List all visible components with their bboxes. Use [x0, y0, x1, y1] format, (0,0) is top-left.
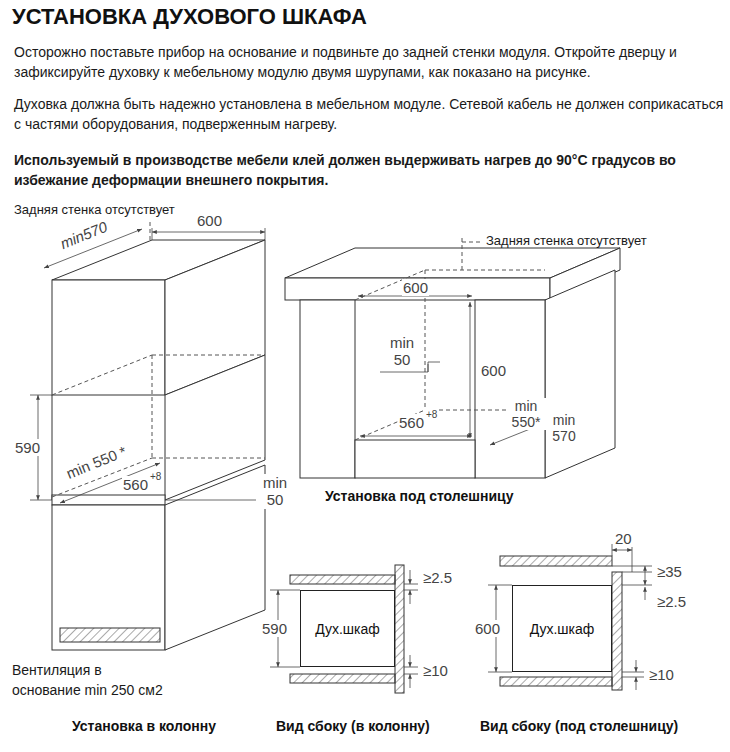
dimension-label: ≥2.5	[656, 593, 687, 610]
oven-box: Дух.шкаф	[300, 590, 395, 667]
dimension-label: min 550*	[506, 398, 546, 430]
side-view-undercounter-dimensions	[488, 544, 652, 690]
undercounter-cabinet	[285, 248, 620, 478]
niche-hidden-lines	[52, 222, 265, 497]
dimension-label: ≥10	[422, 662, 449, 679]
box-text: Дух.шкаф	[315, 621, 380, 637]
dimension-label: 590	[261, 620, 288, 637]
figure-caption: Вид сбоку (в колонну)	[276, 718, 430, 734]
page-title: УСТАНОВКА ДУХОВОГО ШКАФА	[12, 4, 367, 30]
box-text: Дух.шкаф	[530, 621, 595, 637]
note-label: Задняя стенка отсутствует	[486, 234, 647, 249]
dimension-label: 560	[122, 476, 149, 493]
instruction-text: Духовка должна быть надежно установлена …	[14, 94, 726, 134]
dimension-label: 600	[402, 279, 429, 296]
dimension-label: 560	[398, 414, 425, 431]
side-view-column-dimensions	[270, 570, 418, 688]
dimension-label: 600	[474, 620, 501, 637]
dimension-label: min 570	[548, 412, 580, 444]
tolerance-label: +8	[425, 409, 438, 421]
side-view-column	[290, 565, 404, 693]
column-cabinet	[52, 240, 265, 650]
dimension-label: min 50	[260, 474, 290, 509]
figure-caption: Установка под столешницу	[325, 488, 513, 504]
ventilation-note: Вентиляция в основание min 250 см2	[12, 660, 170, 700]
dimension-label: min570	[57, 217, 111, 252]
dimension-label: 600	[480, 362, 507, 379]
warning-text: Используемый в производстве мебели клей …	[14, 150, 726, 190]
dimension-label: ≥2.5	[422, 569, 453, 586]
dimension-label: 590	[14, 439, 41, 456]
figure-caption: Установка в колонну	[72, 718, 216, 734]
dimension-label: 20	[614, 530, 633, 547]
dimension-label: min 50	[386, 334, 418, 369]
side-view-undercounter	[500, 556, 622, 690]
note-label: Задняя стенка отсутствует	[14, 203, 175, 218]
tolerance-label: +8	[149, 471, 162, 483]
column-dimensions	[30, 228, 265, 503]
oven-box: Дух.шкаф	[512, 585, 612, 672]
dimension-label: 600	[196, 212, 223, 229]
figure-caption: Вид сбоку (под столешницу)	[480, 718, 678, 734]
dimension-label: ≥35	[656, 563, 683, 580]
dimension-label: min 550 *	[63, 442, 130, 482]
undercounter-hidden-lines	[355, 238, 545, 440]
dimension-label: ≥10	[648, 666, 675, 683]
instruction-text: Осторожно поставьте прибор на основание …	[14, 42, 726, 82]
